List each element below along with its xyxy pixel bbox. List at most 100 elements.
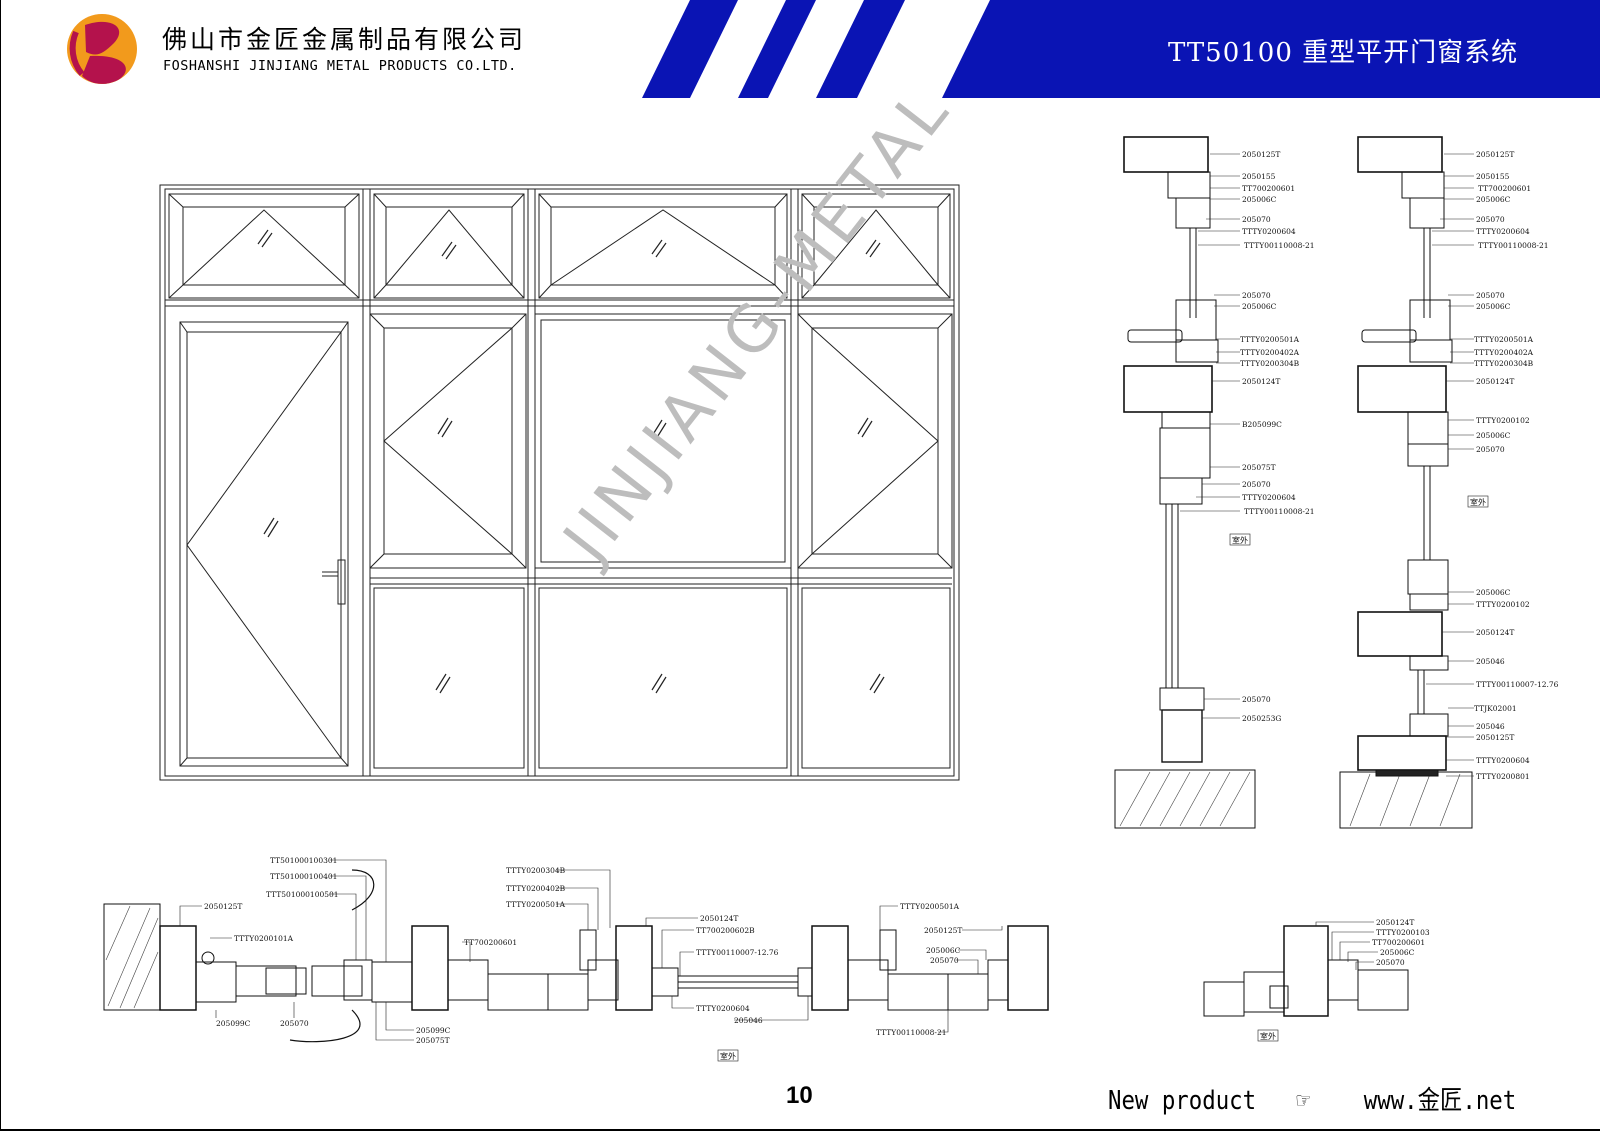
part-label: 205070	[1242, 480, 1271, 489]
system-title: TT50100 重型平开门窗系统	[1168, 38, 1519, 68]
part-label: 2050155	[1242, 172, 1276, 181]
part-label: 2050124T	[1476, 628, 1514, 637]
part-label: TTTY0200604	[696, 1004, 750, 1013]
part-label: 205070	[1242, 291, 1271, 300]
part-label: 205046	[1476, 657, 1505, 666]
part-label: 205070	[1242, 215, 1271, 224]
part-label: 205070	[930, 956, 959, 965]
exterior-caption: 室外	[1232, 535, 1248, 545]
detail-leaders	[1315, 921, 1378, 970]
detail-labels: 2050124T TTTY0200103 TT700200601 205006C…	[1257, 918, 1430, 1042]
part-label: 205006C	[1380, 948, 1415, 957]
door-leaf	[179, 321, 349, 767]
part-label: 205006C	[1476, 195, 1511, 204]
part-label: TT501000100301	[270, 856, 337, 865]
vertical-section-left	[1114, 136, 1256, 829]
part-label: 205070	[1476, 215, 1505, 224]
part-label: TTTY0200604	[1476, 756, 1530, 765]
part-label: TT700200601	[1242, 184, 1295, 193]
part-label: 2050124T	[700, 914, 738, 923]
part-label: 205099C	[416, 1026, 451, 1035]
part-label: TTTY0200103	[1376, 928, 1430, 937]
section-right-labels: 2050125T 2050155 TT700200601 205006C 205…	[1467, 150, 1559, 781]
part-label: TT700200602B	[696, 926, 755, 935]
part-label: TTT501000100501	[266, 890, 339, 899]
mullion-detail	[1203, 925, 1409, 1017]
part-label: 205075T	[416, 1036, 450, 1045]
window-door-elevation	[159, 184, 960, 781]
part-label: TTTY0200304B	[1474, 359, 1534, 368]
part-label: 2050125T	[1476, 733, 1514, 742]
part-label: TTTY0200501A	[1240, 335, 1300, 344]
part-label: 205006C	[1476, 302, 1511, 311]
part-label: TT700200601	[1478, 184, 1531, 193]
part-label: 205046	[1476, 722, 1505, 731]
website-link[interactable]: www.金匠.net	[1363, 1086, 1517, 1116]
part-label: TTTY0200604	[1476, 227, 1530, 236]
footer: New product ☞ www.金匠.net	[1108, 1080, 1516, 1117]
part-label: 205070	[1242, 695, 1271, 704]
part-label: 2050124T	[1376, 918, 1414, 927]
part-label: 2050124T	[1242, 377, 1280, 386]
pointing-hand-icon: ☞	[1296, 1086, 1310, 1116]
exterior-caption: 室外	[1470, 497, 1486, 507]
part-label: TTTY00110008-21	[1244, 241, 1315, 250]
part-label: TTTY0200402A	[1474, 348, 1534, 357]
company-name-cn: 佛山市金匠金属制品有限公司	[162, 25, 527, 54]
part-label: TTTY0200101A	[234, 934, 294, 943]
part-label: 205006C	[926, 946, 961, 955]
part-label: 205070	[1376, 958, 1405, 967]
part-label: TTTY00110007-12.76	[696, 948, 779, 957]
part-label: TTTY0200604	[1242, 493, 1296, 502]
part-label: 2050125T	[924, 926, 962, 935]
part-label: 2050125T	[1242, 150, 1280, 159]
exterior-caption: 室外	[720, 1051, 736, 1061]
section-left-labels: 2050125T 2050155 TT700200601 205006C 205…	[1229, 150, 1315, 723]
vertical-section-right	[1339, 136, 1473, 829]
part-label: TTTY00110008-21	[1478, 241, 1549, 250]
part-label: TTTY00110008-21	[1244, 507, 1315, 516]
part-label: 205006C	[1476, 588, 1511, 597]
part-label: TTTY0200501A	[506, 900, 566, 909]
part-label: TTTY0200102	[1476, 600, 1530, 609]
part-label: 205046	[734, 1016, 763, 1025]
transom-sashes	[168, 193, 951, 299]
part-label: TTTY0200501A	[900, 902, 960, 911]
part-label: TTTY0200402B	[506, 884, 566, 893]
part-label: TTTY00110007-12.76	[1476, 680, 1559, 689]
section-right-leaders	[1426, 153, 1474, 777]
company-logo	[67, 14, 137, 84]
part-label: B205099C	[1242, 420, 1282, 429]
part-label: TTTY0200402A	[1240, 348, 1300, 357]
horizontal-section-plan	[103, 869, 1049, 1043]
part-label: TT501000100401	[270, 872, 337, 881]
part-label: TTTY0200304B	[506, 866, 566, 875]
plan-leaders	[179, 859, 1003, 1041]
part-label: 205070	[1476, 291, 1505, 300]
plan-labels: TT501000100301 TT501000100401 TTT5010001…	[204, 856, 962, 1062]
part-label: 205070	[280, 1019, 309, 1028]
part-label: TTTY00110008-21	[876, 1028, 947, 1037]
part-label: 2050155	[1476, 172, 1510, 181]
part-label: TTTY0200604	[1242, 227, 1296, 236]
part-label: TT700200601	[1372, 938, 1425, 947]
part-label: 205006C	[1242, 195, 1277, 204]
company-name-en: FOSHANSHI JINJIANG METAL PRODUCTS CO.LTD…	[163, 58, 517, 74]
part-label: TTTY0200102	[1476, 416, 1530, 425]
casement-sashes	[369, 313, 953, 569]
part-label: TT700200601	[464, 938, 517, 947]
part-label: 2050125T	[1476, 150, 1514, 159]
part-label: TTTY0200801	[1476, 772, 1530, 781]
part-label: 205075T	[1242, 463, 1276, 472]
part-label: 2050125T	[204, 902, 242, 911]
part-label: 205070	[1476, 445, 1505, 454]
part-label: 2050253G	[1242, 714, 1281, 723]
page-number: 10	[786, 1082, 813, 1109]
part-label: 205099C	[216, 1019, 251, 1028]
part-label: TTJK02001	[1474, 704, 1517, 713]
part-label: TTTY0200304B	[1240, 359, 1300, 368]
exterior-caption: 室外	[1260, 1031, 1276, 1041]
